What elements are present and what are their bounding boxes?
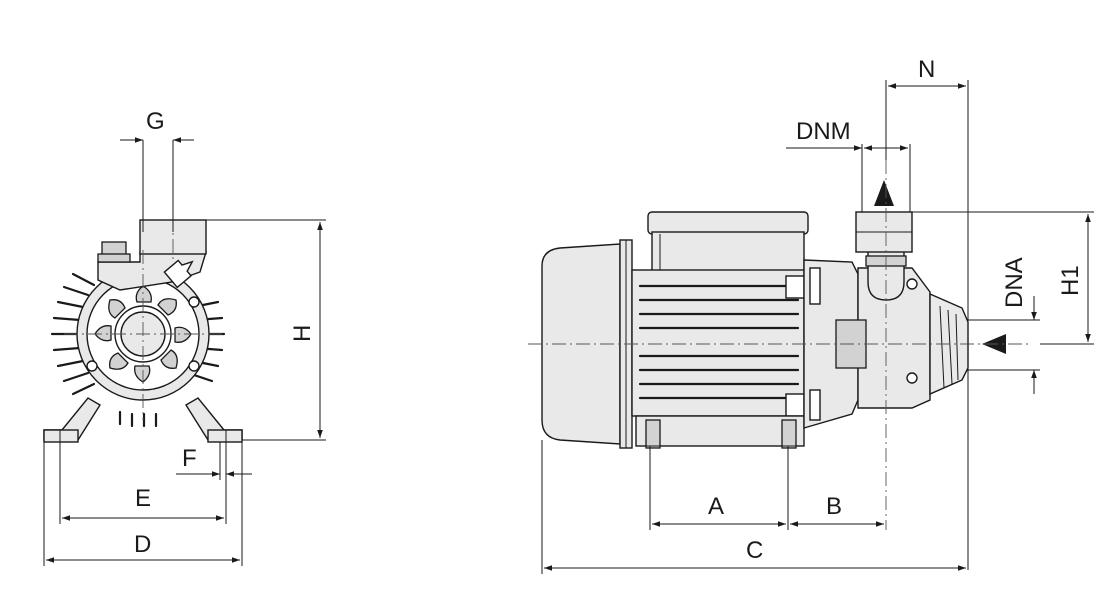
side-view-terminal-box <box>647 211 809 235</box>
dimension-e: E <box>59 442 227 524</box>
dimension-g-label: G <box>146 108 165 135</box>
dimension-f: F <box>176 442 252 480</box>
dimension-a: A <box>649 446 789 530</box>
side-view-motor-body <box>631 269 805 417</box>
dimension-f-label: F <box>182 445 197 472</box>
dimension-h1-label: H1 <box>1057 265 1084 296</box>
dimension-a-label: A <box>708 493 724 520</box>
dimension-h1: H1 <box>912 211 1094 345</box>
side-view: N DNM DNA H1 A <box>528 56 1094 574</box>
side-view-suction-fins <box>939 305 959 389</box>
front-view-impeller <box>94 285 192 383</box>
front-view-flow-arrow <box>163 259 194 289</box>
dimension-n-label: N <box>918 56 935 83</box>
dimension-b: B <box>790 493 884 527</box>
dimension-c: C <box>541 440 966 574</box>
dimension-dnm-label: DNM <box>796 118 851 145</box>
side-view-discharge-flow-arrow <box>874 180 894 206</box>
dimension-e-label: E <box>135 485 151 512</box>
side-view-motor-ribs <box>638 284 800 400</box>
dimension-b-label: B <box>826 493 842 520</box>
dimension-g: G <box>120 108 194 232</box>
dimension-dna: DNA <box>968 257 1040 394</box>
front-view: G H F E D <box>43 108 326 566</box>
dimension-h: H <box>206 219 326 441</box>
dimension-dna-label: DNA <box>1001 257 1028 308</box>
dimension-h-label: H <box>289 325 316 342</box>
side-view-motor-base <box>635 415 805 447</box>
dimension-d: D <box>43 442 243 566</box>
dimension-c-label: C <box>746 537 763 564</box>
dimension-dnm: DNM <box>786 118 911 212</box>
dimension-d-label: D <box>134 531 151 558</box>
